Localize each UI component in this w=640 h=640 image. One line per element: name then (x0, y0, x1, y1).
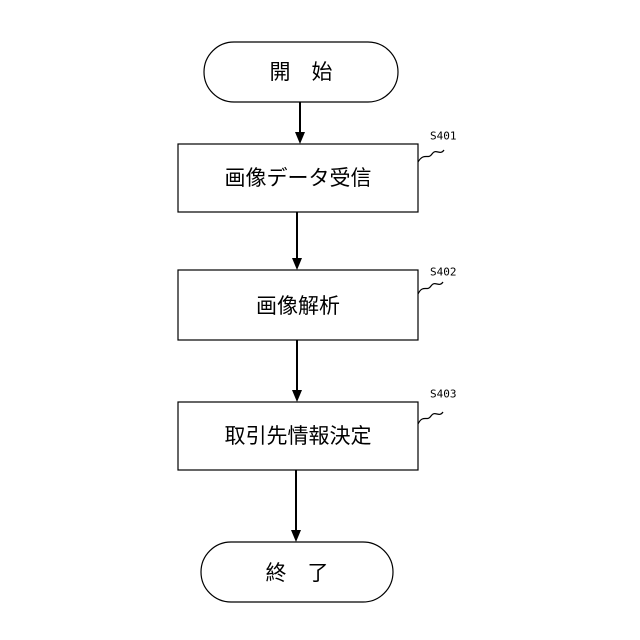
arrow-s403-to-end (291, 470, 301, 542)
arrow-s401-to-s402 (292, 212, 302, 270)
leader-line-s403 (418, 412, 443, 424)
leader-line-s401 (418, 150, 444, 162)
arrow-start-to-s401 (295, 102, 305, 144)
step-id-s403: S403 (430, 388, 457, 401)
process-label-s403: 取引先情報決定 (225, 424, 372, 448)
process-step-s402: 画像解析 S402 (178, 266, 457, 341)
process-step-s401: 画像データ受信 S401 (178, 130, 457, 213)
start-terminal-label: 開 始 (270, 60, 333, 84)
process-label-s402: 画像解析 (256, 294, 340, 318)
process-label-s401: 画像データ受信 (225, 166, 372, 190)
leader-line-s402 (418, 282, 443, 294)
step-id-s401: S401 (430, 130, 457, 143)
end-terminal-label: 終 了 (266, 561, 329, 585)
step-id-s402: S402 (430, 266, 457, 279)
process-step-s403: 取引先情報決定 S403 (178, 388, 457, 471)
start-terminal: 開 始 (204, 42, 398, 102)
end-terminal: 終 了 (201, 542, 393, 602)
arrow-s402-to-s403 (292, 340, 302, 402)
